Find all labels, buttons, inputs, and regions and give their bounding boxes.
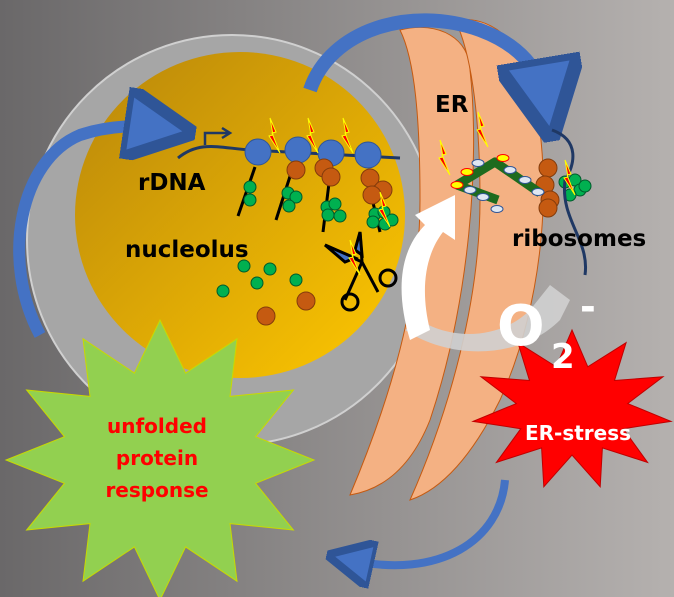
ribosomal-protein-green xyxy=(328,197,342,211)
nucleolus xyxy=(75,52,405,378)
ribosomal-protein-green xyxy=(243,193,257,207)
amino-acid-bead xyxy=(490,205,504,213)
arrow-upr-to-nucleus xyxy=(13,126,160,338)
superoxide-base: O xyxy=(497,294,545,359)
amino-acid-bead xyxy=(450,181,464,189)
amino-acid-bead xyxy=(531,188,545,196)
amino-acid-bead xyxy=(471,159,485,167)
rna-polymerase xyxy=(244,138,272,166)
lightning-bolt-icon xyxy=(476,111,489,148)
superoxide-charge: - xyxy=(580,285,596,329)
er-label: ER xyxy=(435,92,469,118)
white-arrow xyxy=(401,195,455,340)
ribosomal-protein-green xyxy=(216,284,230,298)
ribosomal-protein-brown xyxy=(321,167,341,187)
nucleolus-label: nucleolus xyxy=(125,237,249,263)
ribosomal-protein-green xyxy=(578,179,592,193)
ribosomal-protein-green xyxy=(289,190,303,204)
lightning-bolt-icon xyxy=(268,117,281,154)
er-stress-starburst xyxy=(471,328,673,489)
ribosomal-protein-green xyxy=(333,209,347,223)
superoxide-swoosh xyxy=(405,285,570,352)
arrow-stress-to-upr xyxy=(350,479,509,565)
ribosomal-protein-green xyxy=(237,259,251,273)
arrow-nucleus-to-er xyxy=(303,13,545,100)
ribosomal-protein-brown xyxy=(538,158,558,178)
lightning-bolt-icon xyxy=(378,191,391,228)
ribosomal-protein-green xyxy=(250,276,264,290)
amino-acid-bead xyxy=(503,166,517,174)
superoxide-subscript: 2 xyxy=(551,337,575,377)
promoter-arrow-icon xyxy=(203,126,233,145)
ribosomal-protein-green xyxy=(321,208,335,222)
ribosomal-protein-green xyxy=(282,199,296,213)
scissors-icon xyxy=(324,231,398,312)
lightning-bolt-icon xyxy=(438,139,451,176)
ribosomal-protein-green xyxy=(289,273,303,287)
lightning-bolt-icon xyxy=(306,117,319,154)
superoxide-label: O 2 - xyxy=(497,285,596,377)
amino-acid-bead xyxy=(518,176,532,184)
rna-polymerase xyxy=(284,136,312,164)
ribosomal-protein-green xyxy=(243,180,257,194)
ribosomal-protein-green xyxy=(366,215,380,229)
protein-beads xyxy=(450,154,545,213)
amino-acid-bead xyxy=(460,168,474,176)
rdna-label: rDNA xyxy=(138,170,206,196)
ribosomal-protein-brown xyxy=(362,185,382,205)
lightning-bolt-icon xyxy=(341,117,354,154)
lightning-bolts xyxy=(268,111,576,276)
blue-arrows xyxy=(13,13,545,565)
upr-label-line3: response xyxy=(105,478,208,502)
er-stress-label: ER-stress xyxy=(525,421,631,445)
amino-acid-bead xyxy=(476,193,490,201)
ribosomal-protein-brown xyxy=(286,160,306,180)
amino-acid-bead xyxy=(496,154,510,162)
amino-acid-bead xyxy=(463,186,477,194)
ribosomal-protein-brown xyxy=(538,198,558,218)
ribosomal-protein-green xyxy=(263,262,277,276)
ribosomes-label: ribosomes xyxy=(512,226,646,252)
ribosomal-protein-brown xyxy=(296,291,316,311)
lightning-bolt-icon xyxy=(348,239,361,276)
upr-starburst xyxy=(4,318,316,597)
ribosomal-protein-brown xyxy=(256,306,276,326)
upr-label-line2: protein xyxy=(116,446,198,470)
rna-polymerase xyxy=(354,141,382,169)
upr-label-line1: unfolded xyxy=(107,414,207,438)
lightning-bolt-icon xyxy=(563,159,576,196)
